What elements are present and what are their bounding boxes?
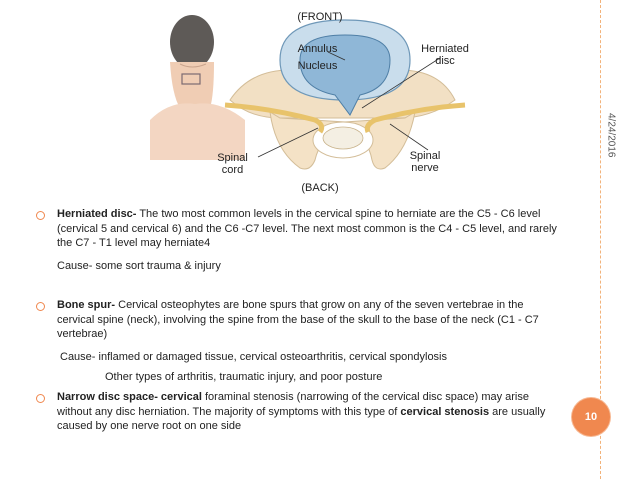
label-leaders: [257, 51, 441, 158]
bullet-narrow-disc-space: Narrow disc space- cervical foraminal st…: [57, 390, 557, 434]
spinal-nerve-label: Spinal nerve: [409, 150, 441, 174]
back-label: (BACK): [301, 182, 339, 194]
page-number-badge: 10: [572, 398, 610, 436]
spine-figure: (FRONT) Annulus Nucleus Herniated disc S…: [150, 0, 580, 200]
bullet-body: foraminal stenosis (narrowing of the cer…: [57, 391, 529, 418]
bullet-body-tail: are usually caused by one nerve root on …: [57, 405, 546, 433]
front-label: (FRONT): [297, 11, 343, 23]
neck-sketch: [150, 15, 245, 160]
spinal-cord-label: Spinal cord: [217, 152, 248, 176]
annulus-label: Annulus: [297, 43, 338, 55]
bullet-cause: Cause- inflamed or damaged tissue, cervi…: [60, 351, 448, 363]
nucleus-label: Nucleus: [297, 60, 338, 72]
bullet-title: Bone spur-: [57, 299, 116, 311]
bullet-title: Herniated disc-: [57, 208, 137, 220]
spinal-nerves: [224, 102, 466, 134]
bullet-list: Herniated disc- The two most common leve…: [36, 207, 557, 434]
bullet-herniated-disc: Herniated disc- The two most common leve…: [57, 207, 557, 251]
bullet-body: Cervical osteophytes are bone spurs that…: [57, 299, 539, 340]
bullet-ring-icon: [36, 302, 45, 311]
slide-border-line: [600, 0, 601, 479]
bullet-bold-tail: cervical stenosis: [400, 405, 490, 418]
bullet-cause-extra: Other types of arthritis, traumatic inju…: [105, 371, 383, 383]
bullet-ring-icon: [36, 211, 45, 220]
bullet-body: The two most common levels in the cervic…: [57, 208, 557, 249]
vertebra-illustration: [150, 15, 466, 170]
bullet-title: Narrow disc space- cervical: [57, 391, 202, 403]
herniated-disc-label: Herniated disc: [421, 43, 469, 67]
bullet-cause: Cause- some sort trauma & injury: [57, 260, 221, 272]
slide-date: 4/24/2016: [605, 112, 617, 158]
bullet-bone-spur: Bone spur- Cervical osteophytes are bone…: [57, 298, 557, 342]
bullet-ring-icon: [36, 394, 45, 403]
